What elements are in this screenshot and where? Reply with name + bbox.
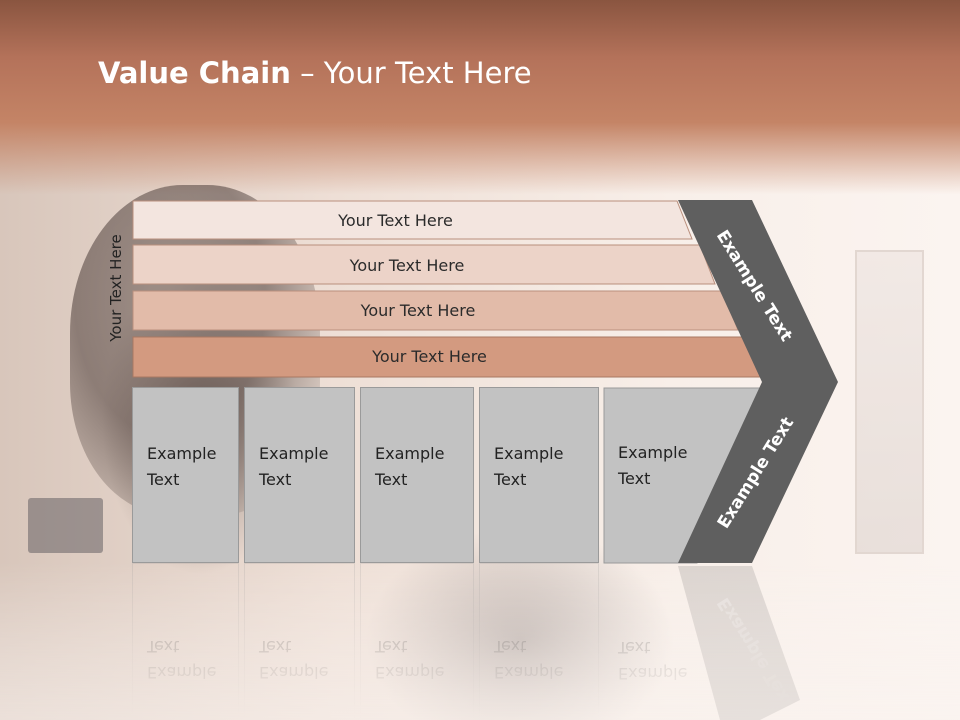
chevron-reflection [678,566,800,720]
column-3-line2: Text [375,470,408,489]
column-4[interactable]: Example Text [479,387,599,563]
column-2-line2: Text [259,470,292,489]
bar-3[interactable]: Your Text Here [133,291,723,329]
column-3[interactable]: Example Text [360,387,474,563]
column-2-line1: Example [259,444,329,463]
column-5[interactable]: Example Text [604,387,704,563]
column-5-line2: Text [618,469,651,488]
column-4-line2: Text [494,470,527,489]
bar-4[interactable]: Your Text Here [133,337,746,375]
chevron-shape [678,200,838,563]
bar-1-label: Your Text Here [338,210,453,230]
title-rest: – Your Text Here [290,56,532,90]
bar-shape-2 [132,244,716,285]
background-window [855,250,924,554]
column-3-line1: Example [375,444,445,463]
bar-shape-1 [132,200,693,240]
background-monitor [28,498,103,553]
column-2[interactable]: Example Text [244,387,355,563]
bar-3-label: Your Text Here [360,300,476,320]
bar-1[interactable]: Your Text Here [133,201,678,239]
slide-title[interactable]: Value Chain – Your Text Here [98,56,532,90]
column-4-line1: Example [494,444,564,463]
column-1-line2: Text [147,470,180,489]
bar-4-label: Your Text Here [372,346,487,366]
floor-fade [0,560,960,720]
title-bold: Value Chain [98,56,291,90]
column-1[interactable]: Example Text [132,387,239,563]
column-1-line1: Example [147,444,217,463]
bar-2-label: Your Text Here [349,255,465,275]
column-5-line1: Example [618,443,688,462]
bar-2[interactable]: Your Text Here [133,246,701,284]
